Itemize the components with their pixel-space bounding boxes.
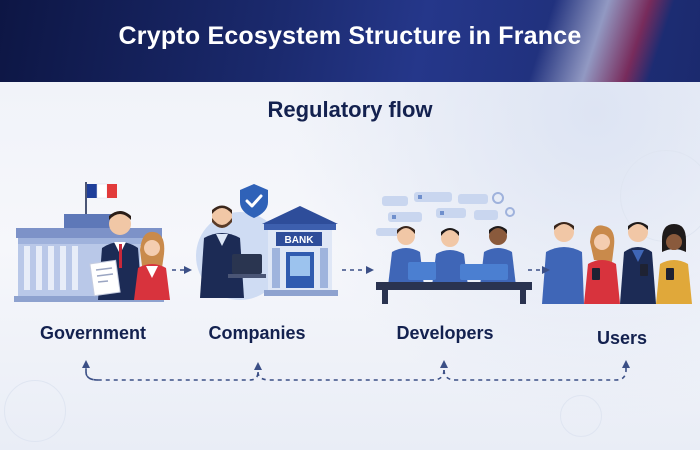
feedback-arrow-to-companies xyxy=(86,364,258,380)
feedback-arrow-to-government xyxy=(86,362,98,380)
feedback-arrow-to-users xyxy=(444,362,626,380)
feedback-arrow-to-developers xyxy=(258,362,444,380)
